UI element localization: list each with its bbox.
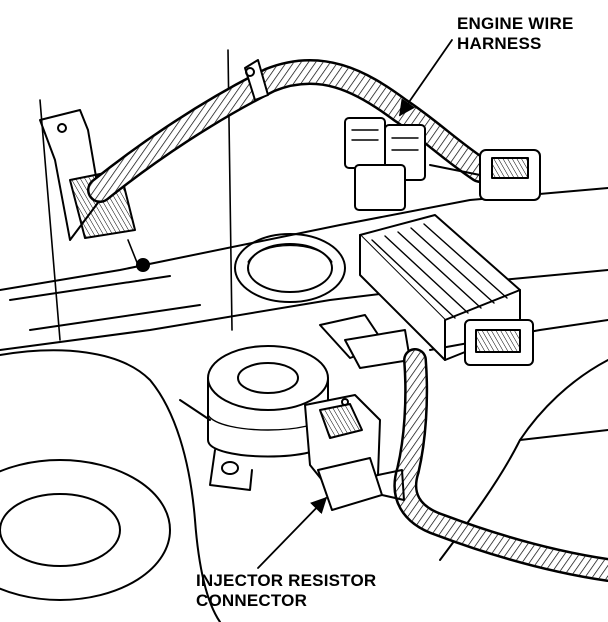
lower-disc	[0, 459, 171, 601]
engine-wire-harness-label: ENGINE WIRE HARNESS	[457, 14, 574, 54]
harness-clip	[319, 314, 411, 369]
round-cover	[234, 233, 346, 303]
cylinder-housing	[207, 345, 329, 491]
injector-resistor-connector-label-line-2: CONNECTOR	[196, 591, 308, 610]
injector-resistor-connector-label-line-1: INJECTOR RESISTOR	[196, 571, 377, 590]
injector-resistor-connector-label: INJECTOR RESISTOR CONNECTOR	[196, 571, 376, 611]
lower-harness	[393, 348, 608, 582]
upper-connector-cluster	[344, 117, 541, 211]
engine-wire-harness-label-line-2: HARNESS	[457, 34, 542, 53]
harness-leader-arrow	[399, 39, 453, 117]
engine-wire-harness	[87, 59, 493, 203]
control-module	[359, 214, 534, 366]
engine-wire-harness-label-line-1: ENGINE WIRE	[457, 14, 574, 33]
connector-leader-arrow	[257, 496, 328, 569]
injector-resistor-connector	[304, 394, 405, 511]
